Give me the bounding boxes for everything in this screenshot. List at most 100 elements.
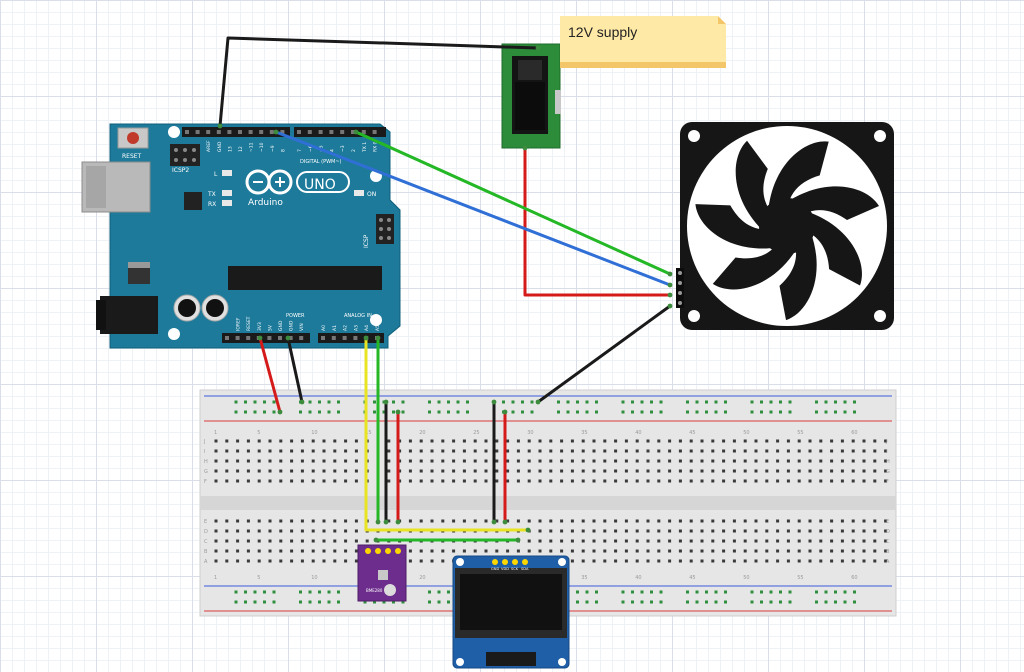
breadboard-hole[interactable]	[668, 469, 672, 473]
rail-hole[interactable]	[318, 600, 321, 604]
breadboard-hole[interactable]	[430, 559, 434, 563]
rail-hole[interactable]	[392, 600, 395, 604]
breadboard-hole[interactable]	[678, 469, 682, 473]
rail-hole[interactable]	[363, 600, 367, 604]
breadboard-hole[interactable]	[225, 549, 229, 553]
breadboard-hole[interactable]	[624, 479, 628, 483]
breadboard-hole[interactable]	[560, 529, 564, 533]
breadboard-hole[interactable]	[581, 559, 585, 563]
rail-hole[interactable]	[769, 400, 773, 404]
breadboard-hole[interactable]	[344, 439, 348, 443]
breadboard-hole[interactable]	[884, 529, 888, 533]
breadboard-hole[interactable]	[408, 469, 412, 473]
oled-pin[interactable]	[512, 559, 518, 565]
breadboard-hole[interactable]	[311, 479, 315, 483]
breadboard-hole[interactable]	[538, 449, 542, 453]
breadboard-hole[interactable]	[603, 519, 607, 523]
rail-hole[interactable]	[853, 410, 856, 414]
breadboard-hole[interactable]	[765, 459, 769, 463]
breadboard-hole[interactable]	[646, 479, 650, 483]
breadboard-hole[interactable]	[279, 559, 283, 563]
breadboard-hole[interactable]	[808, 439, 812, 443]
breadboard-hole[interactable]	[538, 539, 542, 543]
breadboard-hole[interactable]	[819, 559, 823, 563]
rail-hole[interactable]	[401, 410, 405, 414]
rail-hole[interactable]	[327, 410, 331, 414]
breadboard-hole[interactable]	[495, 469, 499, 473]
breadboard-hole[interactable]	[279, 439, 283, 443]
breadboard-hole[interactable]	[560, 519, 564, 523]
breadboard-hole[interactable]	[808, 479, 812, 483]
breadboard-hole[interactable]	[678, 449, 682, 453]
breadboard-hole[interactable]	[776, 529, 780, 533]
wire-endpoint[interactable]	[395, 409, 401, 415]
rail-hole[interactable]	[779, 600, 782, 604]
breadboard-hole[interactable]	[408, 439, 412, 443]
breadboard-hole[interactable]	[279, 459, 283, 463]
breadboard-hole[interactable]	[570, 559, 574, 563]
rail-hole[interactable]	[263, 410, 266, 414]
wire-5v-to-rail[interactable]	[258, 336, 282, 414]
breadboard-hole[interactable]	[765, 559, 769, 563]
wire-endpoint[interactable]	[353, 129, 359, 135]
header-pin[interactable]	[225, 336, 229, 340]
breadboard-hole[interactable]	[862, 439, 866, 443]
breadboard-hole[interactable]	[549, 519, 553, 523]
wire-gnd-to-jack[interactable]	[218, 36, 540, 128]
breadboard-hole[interactable]	[862, 519, 866, 523]
breadboard-hole[interactable]	[344, 559, 348, 563]
breadboard-hole[interactable]	[754, 519, 758, 523]
rail-hole[interactable]	[244, 400, 247, 404]
breadboard-hole[interactable]	[441, 469, 445, 473]
breadboard-hole[interactable]	[452, 469, 456, 473]
breadboard-hole[interactable]	[365, 539, 369, 543]
breadboard-hole[interactable]	[592, 519, 596, 523]
breadboard-hole[interactable]	[851, 529, 855, 533]
breadboard-hole[interactable]	[354, 519, 358, 523]
breadboard-hole[interactable]	[765, 449, 769, 453]
breadboard-hole[interactable]	[732, 519, 736, 523]
breadboard-hole[interactable]	[873, 459, 877, 463]
breadboard-hole[interactable]	[581, 529, 585, 533]
breadboard-hole[interactable]	[279, 469, 283, 473]
breadboard-hole[interactable]	[462, 519, 466, 523]
breadboard-hole[interactable]	[635, 539, 639, 543]
header-pin[interactable]	[227, 130, 232, 134]
rail-hole[interactable]	[695, 600, 699, 604]
rail-hole[interactable]	[788, 410, 792, 414]
breadboard-hole[interactable]	[527, 519, 531, 523]
breadboard-hole[interactable]	[257, 439, 261, 443]
breadboard-hole[interactable]	[689, 529, 693, 533]
breadboard-hole[interactable]	[711, 469, 715, 473]
breadboard-hole[interactable]	[452, 479, 456, 483]
breadboard-hole[interactable]	[246, 539, 250, 543]
breadboard-hole[interactable]	[722, 459, 726, 463]
breadboard-hole[interactable]	[689, 469, 693, 473]
breadboard-hole[interactable]	[473, 439, 477, 443]
breadboard-hole[interactable]	[430, 549, 434, 553]
breadboard-hole[interactable]	[840, 479, 844, 483]
breadboard-hole[interactable]	[732, 479, 736, 483]
breadboard-hole[interactable]	[387, 479, 391, 483]
breadboard-hole[interactable]	[214, 539, 218, 543]
breadboard-hole[interactable]	[581, 439, 585, 443]
rail-hole[interactable]	[456, 410, 460, 414]
breadboard-hole[interactable]	[689, 549, 693, 553]
breadboard-hole[interactable]	[279, 539, 283, 543]
breadboard-hole[interactable]	[538, 529, 542, 533]
breadboard-hole[interactable]	[668, 449, 672, 453]
breadboard-hole[interactable]	[290, 559, 294, 563]
breadboard-hole[interactable]	[333, 449, 337, 453]
header-pin[interactable]	[269, 130, 274, 134]
breadboard-hole[interactable]	[722, 439, 726, 443]
breadboard-hole[interactable]	[484, 459, 488, 463]
breadboard-hole[interactable]	[441, 549, 445, 553]
breadboard-hole[interactable]	[603, 549, 607, 553]
breadboard-hole[interactable]	[830, 519, 834, 523]
breadboard-hole[interactable]	[311, 539, 315, 543]
wire-blue-to-fan[interactable]	[274, 130, 672, 287]
breadboard-hole[interactable]	[246, 449, 250, 453]
breadboard-hole[interactable]	[549, 469, 553, 473]
breadboard-hole[interactable]	[430, 469, 434, 473]
rail-hole[interactable]	[392, 400, 395, 404]
